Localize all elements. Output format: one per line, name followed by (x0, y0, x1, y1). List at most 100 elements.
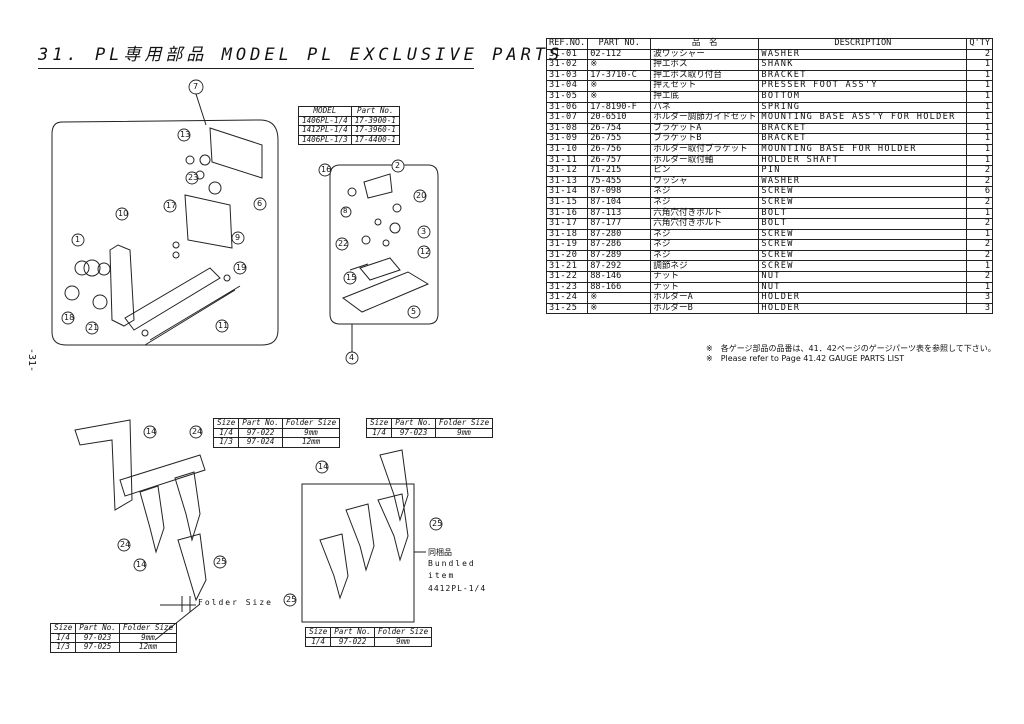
parts-cell-qty: 2 (966, 175, 994, 188)
table-cell: 1/4 (304, 636, 332, 647)
callout-label: 14 (136, 560, 147, 569)
table-cell: 1/4 (365, 427, 393, 438)
size-table-header: Size (365, 418, 393, 429)
parts-cell-qty: 1 (966, 122, 994, 135)
parts-cell-part: 88-166 (587, 281, 652, 294)
parts-cell-part: 26-757 (587, 154, 652, 167)
parts-cell-ref: 31-02 (545, 59, 589, 71)
size-table-header: Part No. (330, 627, 375, 638)
callout-label: 22 (338, 239, 349, 248)
callout-label: 1 (75, 235, 81, 244)
callout-label: 19 (236, 263, 247, 272)
model-table-header: Part No. (350, 106, 400, 117)
parts-cell-ref: 31-06 (545, 101, 589, 114)
parts-cell-desc: BOLT (758, 218, 968, 230)
parts-cell-desc: NUT (758, 281, 968, 294)
parts-cell-ref: 31-18 (545, 228, 589, 241)
parts-cell-qty: 3 (966, 292, 994, 304)
parts-cell-desc: HOLDER (758, 292, 968, 304)
parts-cell-part: 87-292 (587, 260, 652, 273)
parts-cell-ref: 31-01 (545, 48, 589, 61)
callout-24a (189, 425, 203, 439)
table-cell: 1412PL-1/4 (298, 125, 352, 136)
parts-cell-ref: 31-17 (545, 218, 589, 230)
parts-cell-jp: ホルダー取付ブラケット (650, 143, 760, 156)
parts-cell-ref: 31-22 (545, 271, 589, 283)
callout-9 (231, 231, 245, 245)
callout-4 (345, 351, 359, 365)
table-row: 1412PL-1/4 17-3960-1 (298, 125, 400, 136)
parts-cell-jp: 六角穴付きボルト (650, 207, 760, 220)
parts-cell-desc: SCREW (758, 260, 968, 273)
parts-cell-desc: MOUNTING BASE FOR HOLDER (758, 143, 968, 156)
parts-cell-part: 87-286 (587, 239, 652, 251)
note-en: ※ Please refer to Page 41.42 GAUGE PARTS… (706, 354, 905, 363)
parts-cell-desc: SHANK (758, 59, 968, 71)
size-table-header: Folder Size (118, 623, 178, 634)
parts-cell-ref: 31-19 (545, 239, 589, 251)
parts-cell-qty: 1 (966, 80, 994, 92)
parts-cell-part: 87-280 (587, 228, 652, 241)
parts-cell-ref: 31-13 (545, 175, 589, 188)
parts-cell-ref: 31-21 (545, 260, 589, 273)
callout-24b (117, 538, 131, 552)
parts-cell-jp: ホルダー調節ガイドセット (650, 112, 760, 124)
parts-cell-qty: 2 (966, 249, 994, 262)
parts-cell-part: 26-756 (587, 143, 652, 156)
size-table-c: Size Part No. Folder Size 1/4 97-023 9mm… (49, 623, 178, 653)
callout-5 (407, 305, 421, 319)
parts-cell-jp: 押えセット (650, 80, 760, 92)
parts-cell-part: ※ (587, 59, 652, 71)
parts-cell-desc: SCREW (758, 228, 968, 241)
holder-a-outline (379, 449, 409, 522)
parts-cell-desc: BOTTOM (758, 90, 968, 103)
assembly-frame-outline (51, 119, 279, 346)
callout-15 (343, 271, 357, 285)
table-cell: 12mm (118, 642, 178, 653)
size-table-header: Folder Size (434, 418, 494, 429)
parts-cell-part: 17-3710-C (587, 69, 652, 82)
size-table-a: Size Part No. Folder Size 1/4 97-022 9mm… (212, 418, 341, 448)
callout-label: 24 (120, 540, 131, 549)
page-number: -31- (26, 348, 37, 373)
callout-2 (391, 159, 405, 173)
parts-cell-jp: ブラケットB (650, 133, 760, 145)
parts-cell-jp: ネジ (650, 186, 760, 198)
size-table-header: Part No. (238, 418, 283, 429)
bundled-label-jp: 同梱品 (428, 548, 452, 557)
callout-label: 5 (411, 307, 417, 316)
parts-cell-qty: 2 (966, 271, 994, 283)
callout-17 (163, 199, 177, 213)
parts-cell-ref: 31-25 (545, 302, 589, 315)
parts-cell-qty: 2 (966, 239, 994, 251)
parts-cell-qty: 1 (966, 90, 994, 103)
parts-cell-qty: 1 (966, 101, 994, 114)
callout-21 (85, 321, 99, 335)
size-table-d: Size Part No. Folder Size 1/4 97-022 9mm (304, 627, 433, 647)
parts-cell-part: 87-104 (587, 196, 652, 209)
parts-cell-part: ※ (587, 80, 652, 92)
callout-25c (283, 593, 297, 607)
parts-cell-desc: PIN (758, 165, 968, 177)
parts-cell-desc: BRACKET (758, 122, 968, 135)
callout-label: 7 (193, 82, 199, 91)
parts-cell-ref: 31-10 (545, 143, 589, 156)
shaft-outline (144, 285, 241, 346)
callout-label: 2 (395, 161, 401, 170)
parts-cell-ref: 31-11 (545, 154, 589, 167)
parts-cell-jp: ネジ (650, 196, 760, 209)
size-table-b: Size Part No. Folder Size 1/4 97-023 9mm (365, 418, 494, 438)
table-cell: 97-023 (391, 427, 436, 438)
parts-cell-qty: 2 (966, 165, 994, 177)
callout-14b (133, 558, 147, 572)
